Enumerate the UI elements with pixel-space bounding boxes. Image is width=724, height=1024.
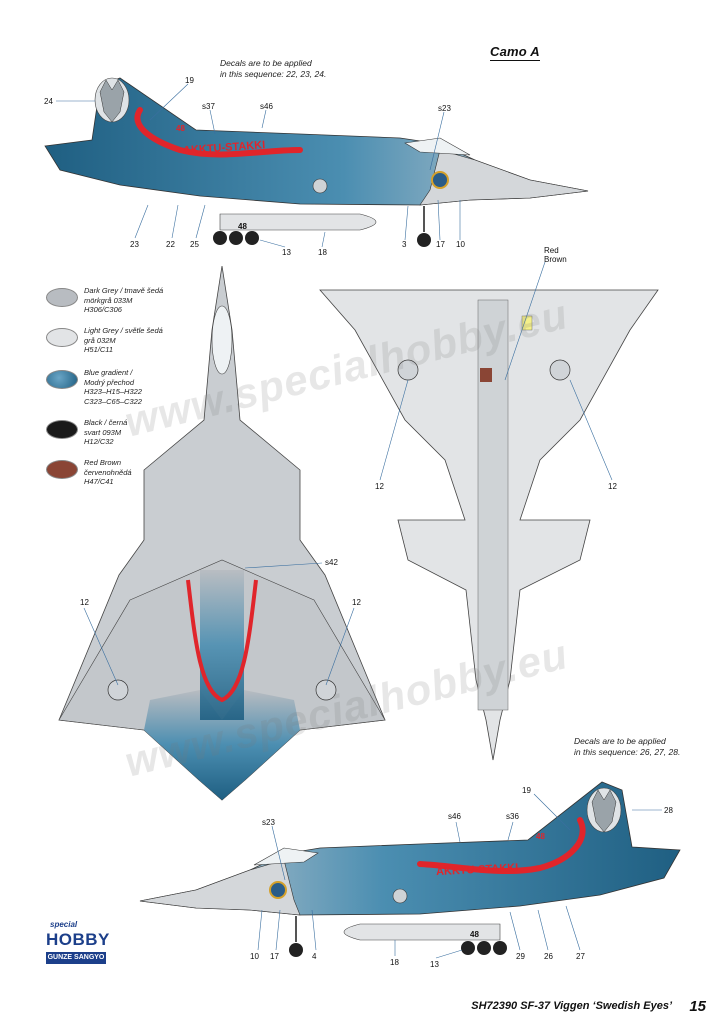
callout-s23: s23 <box>438 104 451 113</box>
top-side-leader-lines <box>56 83 461 248</box>
aircraft-underside-plan <box>319 289 659 761</box>
aircraft-bottom-side-view <box>139 781 681 957</box>
legend-line: červenohnědá <box>84 467 132 477</box>
legend-line: H323–H15–H322 <box>84 387 142 396</box>
decal-note-line: in this sequence: 26, 27, 28. <box>574 747 681 757</box>
legend-line: C323–C65–C322 <box>84 396 142 406</box>
decal-sequence-note-top: Decals are to be applied in this sequenc… <box>220 58 326 80</box>
callout-12-underside-left: 12 <box>375 482 384 491</box>
camo-title: Camo A <box>490 44 540 61</box>
tail-number-48-b: 48 <box>536 832 545 841</box>
legend-line: Dark Grey / tmavě šedá <box>84 286 164 295</box>
legend-text: Dark Grey / tmavě šedá mörkgrå 033M H306… <box>84 286 163 315</box>
legend-text: Blue gradient / Modrý přechod H323–H15–H… <box>84 368 142 406</box>
legend-line: H306/C306 <box>84 305 122 314</box>
legend-line: Black / černá <box>84 418 128 427</box>
logo-gunze-text: GUNZE SANGYO <box>46 952 106 964</box>
callout-29: 29 <box>516 952 525 961</box>
underside-leader-lines <box>379 261 613 481</box>
callout-10: 10 <box>456 240 465 249</box>
upper-plan-leader-lines <box>83 562 355 686</box>
callout-s36: s36 <box>506 812 519 821</box>
callout-s42: s42 <box>325 558 338 567</box>
callout-19-b: 19 <box>522 786 531 795</box>
swatch-black <box>46 420 78 439</box>
callout-red: Red <box>544 246 559 255</box>
callout-19: 19 <box>185 76 194 85</box>
legend-line: mörkgrå 033M <box>84 295 133 305</box>
callout-12-underside-right: 12 <box>608 482 617 491</box>
callout-13: 13 <box>282 248 291 257</box>
logo-hobby-text: HOBBY <box>46 930 110 949</box>
callout-10-b: 10 <box>250 952 259 961</box>
legend-line: grå 032M <box>84 335 116 345</box>
callout-s46: s46 <box>260 102 273 111</box>
callout-s37: s37 <box>202 102 215 111</box>
bottom-side-leader-lines <box>257 793 662 959</box>
legend-text: Black / černá svart 093M H12/C32 <box>84 418 127 447</box>
callout-28: 28 <box>664 806 673 815</box>
callout-brown: Brown <box>544 255 567 264</box>
swatch-red-brown <box>46 460 78 479</box>
swatch-dark-grey <box>46 288 78 307</box>
callout-24: 24 <box>44 97 53 106</box>
callout-22: 22 <box>166 240 175 249</box>
callout-26: 26 <box>544 952 553 961</box>
gear-door-48: 48 <box>238 222 247 231</box>
legend-text: Light Grey / světle šedá grå 032M H51/C1… <box>84 326 163 355</box>
legend-line: H12/C32 <box>84 437 114 446</box>
aircraft-upper-plan <box>58 265 386 801</box>
callout-4: 4 <box>312 952 317 961</box>
gear-door-48-b: 48 <box>470 930 479 939</box>
callout-27: 27 <box>576 952 585 961</box>
legend-line: H51/C11 <box>84 345 114 354</box>
decal-note-line: in this sequence: 22, 23, 24. <box>220 69 327 79</box>
swatch-light-grey <box>46 328 78 347</box>
logo-special-text: special <box>50 920 78 929</box>
decal-sequence-note-bottom: Decals are to be applied in this sequenc… <box>574 736 680 758</box>
callout-18-b: 18 <box>390 958 399 967</box>
legend-line: Red Brown <box>84 458 122 467</box>
callout-17: 17 <box>436 240 445 249</box>
callout-s23-b: s23 <box>262 818 275 827</box>
callout-12-upper-right: 12 <box>352 598 361 607</box>
callout-s46-b: s46 <box>448 812 461 821</box>
decal-note-line: Decals are to be applied <box>574 736 666 746</box>
tail-number-48: 48 <box>176 124 185 133</box>
callout-13-b: 13 <box>430 960 439 969</box>
legend-line: svart 093M <box>84 427 122 437</box>
decal-note-line: Decals are to be applied <box>220 58 312 68</box>
legend-line: Blue gradient / <box>84 368 133 377</box>
footer-kit-code: SH72390 SF-37 Viggen ‘Swedish Eyes’ <box>471 1000 672 1012</box>
page-number: 15 <box>689 998 706 1015</box>
callout-18: 18 <box>318 248 327 257</box>
callout-17-b: 17 <box>270 952 279 961</box>
legend-line: Modrý přechod <box>84 377 135 387</box>
callout-25: 25 <box>190 240 199 249</box>
swatch-blue-gradient <box>46 370 78 389</box>
callout-12-upper-left: 12 <box>80 598 89 607</box>
legend-text: Red Brown červenohnědá H47/C41 <box>84 458 132 487</box>
legend-line: Light Grey / světle šedá <box>84 326 163 335</box>
aircraft-top-side-view <box>44 77 589 247</box>
legend-line: H47/C41 <box>84 477 114 486</box>
callout-23: 23 <box>130 240 139 249</box>
callout-3: 3 <box>402 240 407 249</box>
